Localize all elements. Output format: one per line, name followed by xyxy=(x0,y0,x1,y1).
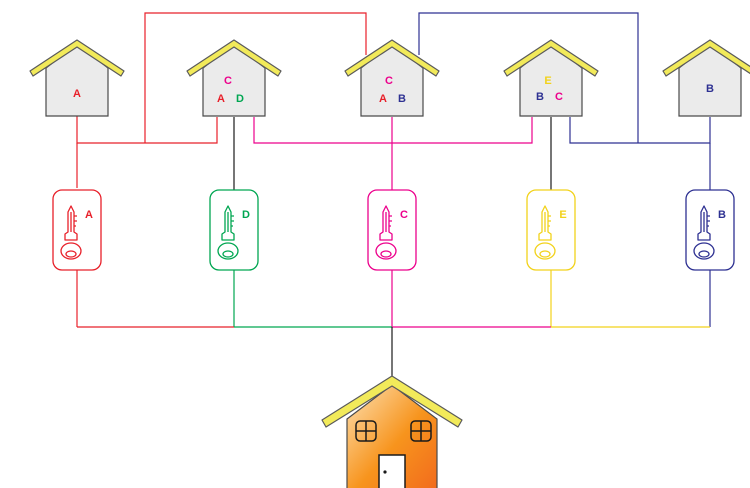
house-label-c: C xyxy=(555,91,563,103)
house-label-a: A xyxy=(217,93,225,105)
house-label-b: B xyxy=(536,91,544,103)
key-C-card: C xyxy=(368,190,416,270)
house-1: A xyxy=(30,40,124,116)
main-house xyxy=(322,376,462,488)
key-label: A xyxy=(85,209,93,221)
key-label: E xyxy=(559,209,566,221)
house-label-b: B xyxy=(398,93,406,105)
house-label-c: C xyxy=(385,75,393,87)
key-E-card: E xyxy=(527,190,575,270)
house-label-b: B xyxy=(706,83,714,95)
wire-a xyxy=(77,115,217,143)
house-5: B xyxy=(663,40,750,116)
key-A-card: A xyxy=(53,190,101,270)
house-label-a: A xyxy=(379,93,387,105)
house-label-c: C xyxy=(224,75,232,87)
door-icon xyxy=(379,455,405,488)
house-label-e: E xyxy=(544,75,551,87)
key-label: C xyxy=(400,209,408,221)
key-label: B xyxy=(718,209,726,221)
wire-c xyxy=(254,117,532,143)
wire-b xyxy=(570,117,710,143)
key-label: D xyxy=(242,209,250,221)
key-D-card: D xyxy=(210,190,258,270)
house-label-d: D xyxy=(236,93,244,105)
key-B-card: B xyxy=(686,190,734,270)
house-label-a: A xyxy=(73,88,81,100)
